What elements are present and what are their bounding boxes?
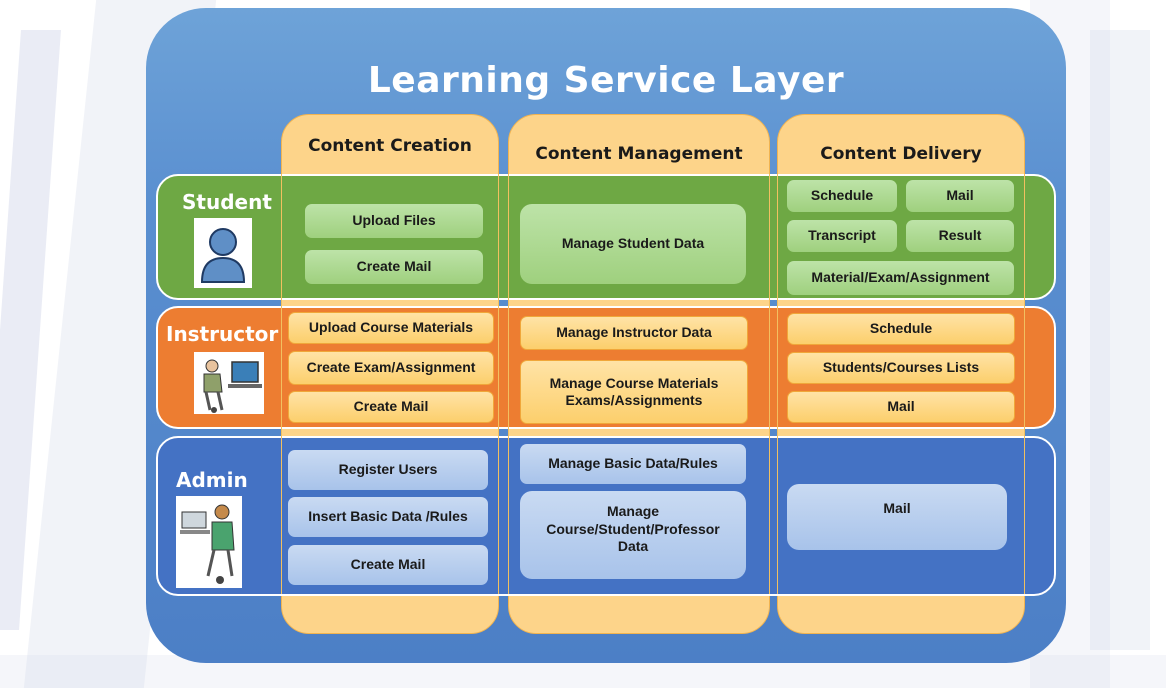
student-schedule: Schedule — [787, 180, 897, 212]
student-create-mail: Create Mail — [305, 250, 483, 284]
admin-mail: Mail — [787, 484, 1007, 550]
student-avatar-icon — [194, 218, 252, 288]
role-label-instructor: Instructor — [166, 322, 279, 346]
instructor-create-mail: Create Mail — [288, 391, 494, 423]
instructor-manage-instructor-data: Manage Instructor Data — [520, 316, 748, 350]
admin-create-mail: Create Mail — [288, 545, 488, 585]
admin-insert-basic-data-rules: Insert Basic Data /Rules — [288, 497, 488, 537]
column-header-content-management: Content Management — [535, 144, 743, 164]
student-manage-student-data: Manage Student Data — [520, 204, 746, 284]
admin-manage-course-student-professor-data: Manage Course/Student/Professor Data — [520, 491, 746, 579]
column-outline — [281, 174, 499, 594]
column-outline — [508, 174, 770, 594]
instructor-mail: Mail — [787, 391, 1015, 423]
role-label-admin: Admin — [176, 468, 248, 492]
student-upload-files: Upload Files — [305, 204, 483, 238]
admin-register-users: Register Users — [288, 450, 488, 490]
student-result: Result — [906, 220, 1014, 252]
column-outline — [777, 174, 1025, 594]
column-header-content-delivery: Content Delivery — [820, 144, 982, 164]
admin-manage-basic-data-rules: Manage Basic Data/Rules — [520, 444, 746, 484]
student-transcript: Transcript — [787, 220, 897, 252]
role-label-student: Student — [182, 190, 272, 214]
student-material-exam-assignment: Material/Exam/Assignment — [787, 261, 1014, 295]
instructor-create-exam-assignment: Create Exam/Assignment — [288, 351, 494, 385]
instructor-schedule: Schedule — [787, 313, 1015, 345]
instructor-manage-course-materials: Manage Course Materials Exams/Assignment… — [520, 360, 748, 424]
student-mail: Mail — [906, 180, 1014, 212]
watermark-shape — [1090, 30, 1150, 650]
instructor-upload-course-materials: Upload Course Materials — [288, 312, 494, 344]
instructor-students-courses-lists: Students/Courses Lists — [787, 352, 1015, 384]
admin-avatar-icon — [176, 496, 242, 588]
diagram-title: Learning Service Layer — [367, 60, 845, 101]
column-header-content-creation: Content Creation — [308, 136, 472, 156]
instructor-avatar-icon — [194, 352, 264, 414]
